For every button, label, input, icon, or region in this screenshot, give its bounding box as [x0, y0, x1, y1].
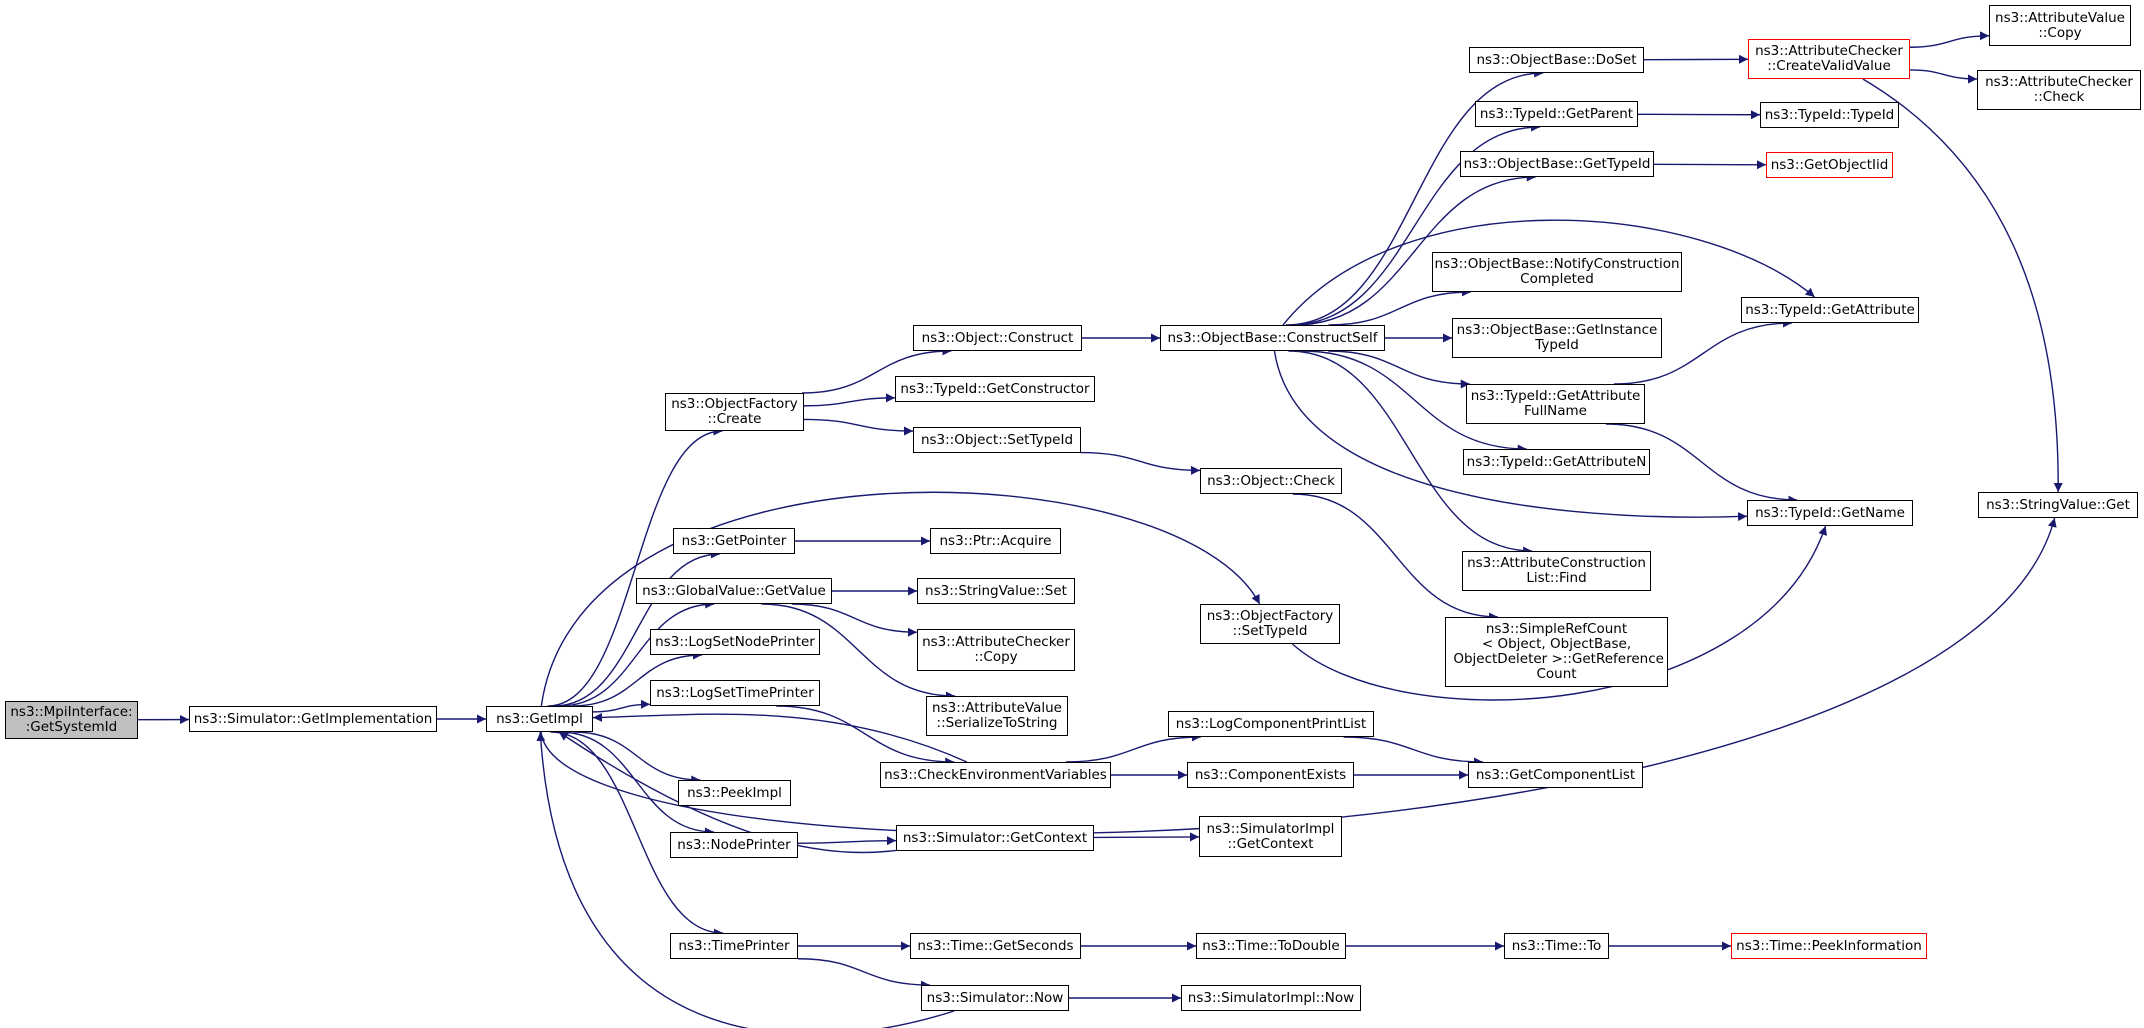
node-objectbase-doset[interactable]: ns3::ObjectBase::DoSet [1469, 47, 1644, 73]
node-attributevalue-serializetostring[interactable]: ns3::AttributeValue ::SerializeToString [926, 696, 1068, 736]
node-attributechecker-createvalidvalue[interactable]: ns3::AttributeChecker ::CreateValidValue [1748, 39, 1910, 79]
node-simulatorimpl-getcontext[interactable]: ns3::SimulatorImpl ::GetContext [1199, 816, 1342, 857]
edge-simulator-getcontext-to-simulatorimpl-getcontext [1093, 832, 1200, 842]
edge-objectbase-constructself-to-typeid-getattributen [1302, 350, 1527, 454]
edge-objectfactory-create-to-typeid-getconstructor [803, 393, 896, 407]
edge-getimpl-to-objectfactory-settypeid [540, 491, 1261, 707]
node-objectbase-constructself[interactable]: ns3::ObjectBase::ConstructSelf [1160, 325, 1385, 351]
node-objectbase-notifyconstructioncompleted[interactable]: ns3::ObjectBase::NotifyConstruction Comp… [1432, 252, 1682, 292]
node-stringvalue-get[interactable]: ns3::StringValue::Get [1978, 492, 2138, 518]
node-simulator-now[interactable]: ns3::Simulator::Now [921, 985, 1069, 1011]
edge-checkenvironmentvariables-to-getimpl [592, 712, 968, 763]
node-attributeconstructionlist-find[interactable]: ns3::AttributeConstruction List::Find [1462, 551, 1651, 591]
node-getpointer[interactable]: ns3::GetPointer [673, 528, 795, 554]
edge-objectbase-constructself-to-typeid-getparent [1288, 122, 1541, 326]
node-objectbase-gettypeid[interactable]: ns3::ObjectBase::GetTypeId [1460, 151, 1654, 177]
node-time-todouble[interactable]: ns3::Time::ToDouble [1196, 933, 1346, 959]
node-globalvalue-getvalue[interactable]: ns3::GlobalValue::GetValue [636, 578, 832, 604]
node-getcomponentlist[interactable]: ns3::GetComponentList [1468, 762, 1643, 788]
node-time-to[interactable]: ns3::Time::To [1504, 933, 1609, 959]
edge-getimpl-to-getpointer [553, 549, 720, 707]
edge-objectbase-constructself-to-attributeconstructionlist-find [1288, 350, 1533, 556]
node-objectfactory-settypeid[interactable]: ns3::ObjectFactory ::SetTypeId [1200, 604, 1340, 644]
node-componentexists[interactable]: ns3::ComponentExists [1187, 762, 1354, 788]
edge-getimpl-to-logsetnodeprinter [572, 650, 702, 707]
node-typeid-typeid[interactable]: ns3::TypeId::TypeId [1760, 102, 1899, 128]
node-ptr-acquire[interactable]: ns3::Ptr::Acquire [930, 528, 1061, 554]
edge-attributechecker-createvalidvalue-to-stringvalue-get [1862, 78, 2063, 493]
node-logcomponentprintlist[interactable]: ns3::LogComponentPrintList [1168, 711, 1374, 737]
edge-getimpl-to-peekimpl [573, 731, 701, 785]
node-typeid-getname[interactable]: ns3::TypeId::GetName [1747, 500, 1913, 526]
edge-objectbase-constructself-to-typeid-getattributefullname [1328, 350, 1470, 389]
node-nodeprinter[interactable]: ns3::NodePrinter [670, 832, 798, 858]
node-checkenvironmentvariables[interactable]: ns3::CheckEnvironmentVariables [880, 762, 1111, 788]
node-typeid-getconstructor[interactable]: ns3::TypeId::GetConstructor [895, 376, 1095, 402]
node-getobjectiid[interactable]: ns3::GetObjectIid [1766, 152, 1893, 178]
node-typeid-getparent[interactable]: ns3::TypeId::GetParent [1475, 101, 1638, 127]
node-object-settypeid[interactable]: ns3::Object::SetTypeId [913, 427, 1081, 453]
edge-objectfactory-create-to-object-construct [802, 346, 952, 394]
node-typeid-getattributefullname[interactable]: ns3::TypeId::GetAttribute FullName [1466, 384, 1645, 424]
node-simulator-getcontext[interactable]: ns3::Simulator::GetContext [896, 825, 1094, 851]
edge-object-settypeid-to-object-check [1080, 451, 1201, 475]
node-typeid-getattributen[interactable]: ns3::TypeId::GetAttributeN [1463, 449, 1650, 475]
edge-typeid-getattributefullname-to-typeid-getattribute [1613, 318, 1793, 385]
node-simulator-getimplementation[interactable]: ns3::Simulator::GetImplementation [189, 706, 437, 732]
edge-nodeprinter-to-simulator-getcontext [797, 836, 897, 846]
edge-objectbase-constructself-to-typeid-getattribute [1282, 219, 1816, 326]
node-time-peekinformation[interactable]: ns3::Time::PeekInformation [1731, 933, 1927, 959]
node-attributevalue-copy[interactable]: ns3::AttributeValue ::Copy [1989, 5, 2131, 46]
node-simulatorimpl-now[interactable]: ns3::SimulatorImpl::Now [1181, 985, 1361, 1011]
edge-objectbase-constructself-to-objectbase-notifyconstructioncompleted [1328, 287, 1471, 326]
edge-logcomponentprintlist-to-getcomponentlist [1343, 736, 1483, 767]
edge-getimpl-to-globalvalue-getvalue [559, 599, 715, 707]
edge-simulator-now-to-getimpl [536, 731, 955, 1028]
node-time-getseconds[interactable]: ns3::Time::GetSeconds [910, 933, 1081, 959]
node-logsetnodeprinter[interactable]: ns3::LogSetNodePrinter [650, 629, 820, 655]
node-peekimpl[interactable]: ns3::PeekImpl [678, 780, 791, 806]
node-typeid-getattribute[interactable]: ns3::TypeId::GetAttribute [1741, 297, 1919, 323]
node-logsettimeprinter[interactable]: ns3::LogSetTimePrinter [650, 680, 820, 706]
node-attributechecker-check[interactable]: ns3::AttributeChecker ::Check [1977, 70, 2141, 110]
node-objectfactory-create[interactable]: ns3::ObjectFactory ::Create [665, 393, 804, 431]
node-stringvalue-set[interactable]: ns3::StringValue::Set [917, 578, 1075, 604]
edge-objectbase-constructself-to-objectbase-gettypeid [1293, 172, 1536, 326]
edge-checkenvironmentvariables-to-logcomponentprintlist [1065, 732, 1201, 763]
node-simplerefcount-getreferencecount[interactable]: ns3::SimpleRefCount < Object, ObjectBase… [1445, 617, 1668, 687]
edge-logsettimeprinter-to-checkenvironmentvariables [776, 705, 955, 767]
edge-objectbase-constructself-to-objectbase-doset [1285, 68, 1544, 326]
edge-timeprinter-to-simulator-now [797, 958, 930, 990]
edge-objectfactory-settypeid-to-typeid-getname [1291, 525, 1827, 701]
node-timeprinter[interactable]: ns3::TimePrinter [670, 933, 798, 959]
node-object-construct[interactable]: ns3::Object::Construct [913, 325, 1082, 351]
edge-objectfactory-create-to-object-settypeid [803, 418, 914, 436]
edge-getimpl-to-objectfactory-create [547, 426, 723, 707]
edge-attributechecker-createvalidvalue-to-attributechecker-check [1909, 69, 1978, 84]
node-objectbase-getinstancetypeid[interactable]: ns3::ObjectBase::GetInstance TypeId [1452, 318, 1662, 358]
edge-getimpl-to-logsettimeprinter [592, 699, 651, 713]
edge-getimpl-to-nodeprinter [559, 731, 714, 837]
node-mpi-getsystemid: ns3::MpiInterface: :GetSystemId [5, 701, 138, 739]
edge-globalvalue-getvalue-to-attributechecker-copy [791, 603, 918, 637]
node-getimpl[interactable]: ns3::GetImpl [486, 706, 593, 732]
edge-globalvalue-getvalue-to-attributevalue-serializetostring [761, 603, 955, 701]
node-object-check[interactable]: ns3::Object::Check [1200, 468, 1342, 494]
edge-attributechecker-createvalidvalue-to-attributevalue-copy [1909, 31, 1990, 48]
edge-objectbase-constructself-to-typeid-getname [1273, 350, 1748, 522]
edge-typeid-getattributefullname-to-typeid-getname [1605, 423, 1798, 505]
edge-object-check-to-simplerefcount-getreferencecount [1292, 493, 1499, 622]
edge-getimpl-to-timeprinter [550, 731, 723, 938]
node-attributechecker-copy[interactable]: ns3::AttributeChecker ::Copy [917, 629, 1075, 671]
